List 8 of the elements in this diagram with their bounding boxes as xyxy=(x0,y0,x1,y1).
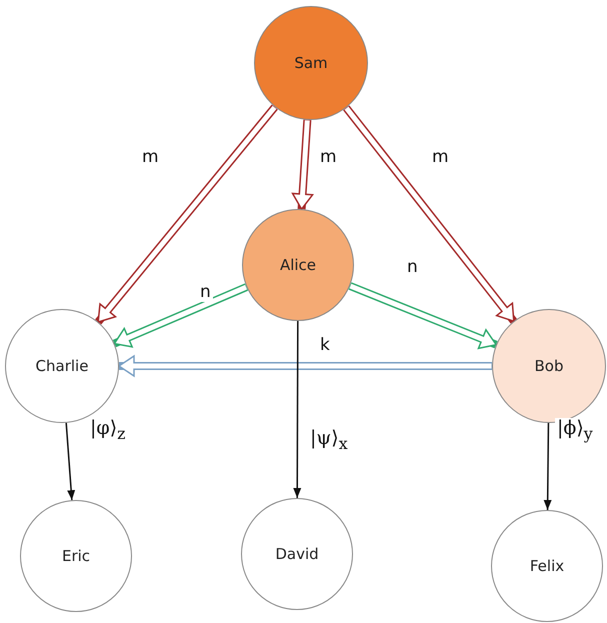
node-label: Sam xyxy=(294,54,328,72)
edge-label: |ϕ⟩$_{y}$ xyxy=(555,418,595,442)
node-label: David xyxy=(275,545,319,563)
node-label: Bob xyxy=(534,357,564,375)
node-label: Felix xyxy=(530,557,564,575)
node-label: Alice xyxy=(280,256,316,274)
node-label: Eric xyxy=(62,547,90,565)
node-label: Charlie xyxy=(36,357,88,375)
